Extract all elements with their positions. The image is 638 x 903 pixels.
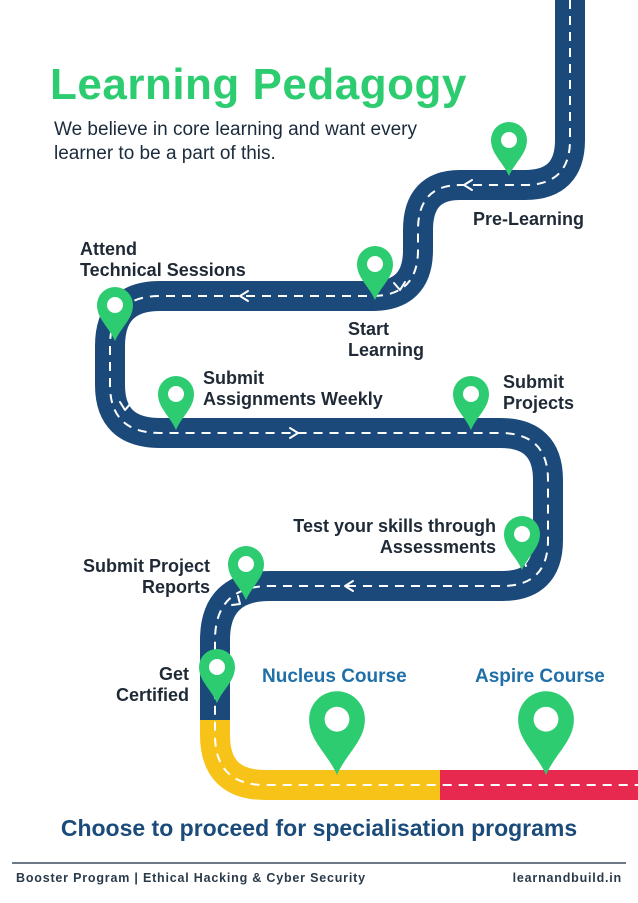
map-pin-icon-large	[518, 691, 574, 775]
map-pin-icon-large	[309, 691, 365, 775]
step-pre-learning: Pre-Learning	[473, 209, 585, 229]
step-test-skills: Test your skills through Assessments	[293, 516, 496, 557]
arrow-chevron-icon	[289, 427, 299, 439]
arrow-chevron-icon	[344, 580, 354, 592]
map-pin-icon	[491, 122, 527, 176]
arrow-chevron-icon	[393, 281, 406, 291]
step-submit-reports: Submit Project Reports	[82, 556, 210, 597]
specialisation-cta: Choose to proceed for specialisation pro…	[60, 815, 578, 841]
footer-divider	[12, 862, 626, 864]
step-attend-sessions: Attend Technical Sessions	[80, 239, 246, 280]
page-subtitle: We believe in core learning and want eve…	[54, 119, 417, 164]
step-submit-projects: Submit Projects	[503, 372, 575, 413]
road-center-line	[109, 0, 638, 786]
arrow-chevron-icon	[119, 401, 132, 411]
step-submit-assignments: Submit Assignments Weekly	[203, 368, 383, 409]
step-start-learning: Start Learning	[348, 319, 425, 360]
arrow-chevron-icon	[463, 179, 473, 191]
aspire-course-label: Aspire Course	[475, 666, 605, 687]
step-get-certified: Get Certified	[115, 664, 189, 705]
page-title: Learning Pedagogy	[50, 60, 467, 109]
arrow-chevron-icon	[231, 595, 241, 606]
footer-program: Booster Program | Ethical Hacking & Cybe…	[16, 871, 366, 885]
footer-website: learnandbuild.in	[512, 871, 622, 885]
nucleus-course-label: Nucleus Course	[262, 666, 407, 687]
arrow-chevron-icon	[239, 290, 249, 302]
arrow-chevron-icon	[233, 741, 247, 751]
